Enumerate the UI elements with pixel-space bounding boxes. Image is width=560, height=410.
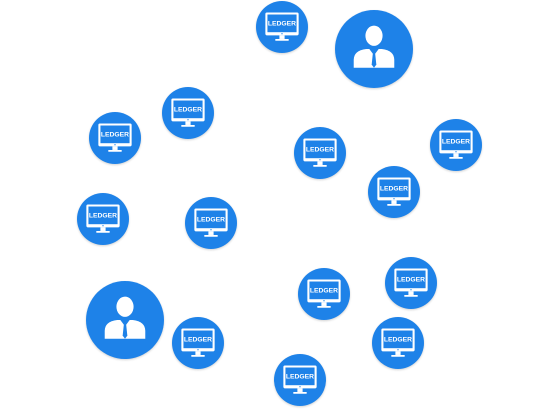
ledger-node: LEDGER: [430, 119, 482, 171]
ledger-node: LEDGER: [368, 166, 420, 218]
ledger-label: LEDGER: [174, 107, 202, 114]
ledger-node: LEDGER: [89, 112, 141, 164]
monitor-icon: LEDGER: [171, 98, 205, 127]
ledger-node: LEDGER: [172, 317, 224, 369]
ledger-label: LEDGER: [310, 288, 338, 295]
monitor-icon: LEDGER: [181, 328, 215, 357]
monitor-icon: LEDGER: [265, 12, 299, 41]
ledger-label: LEDGER: [286, 374, 314, 381]
monitor-icon: LEDGER: [377, 177, 411, 206]
ledger-label: LEDGER: [380, 186, 408, 193]
ledger-node: LEDGER: [77, 193, 129, 245]
monitor-icon: LEDGER: [303, 138, 337, 167]
monitor-icon: LEDGER: [86, 204, 120, 233]
monitor-icon: LEDGER: [381, 328, 415, 357]
ledger-label: LEDGER: [184, 337, 212, 344]
ledger-node: LEDGER: [298, 268, 350, 320]
ledger-node: LEDGER: [185, 197, 237, 249]
ledger-node: LEDGER: [294, 127, 346, 179]
ledger-node: LEDGER: [162, 87, 214, 139]
person-node: [335, 10, 413, 88]
ledger-label: LEDGER: [89, 213, 117, 220]
ledger-label: LEDGER: [397, 277, 425, 284]
ledger-label: LEDGER: [384, 337, 412, 344]
ledger-node: LEDGER: [372, 317, 424, 369]
monitor-icon: LEDGER: [98, 123, 132, 152]
ledger-label: LEDGER: [197, 217, 225, 224]
ledger-label: LEDGER: [442, 139, 470, 146]
person-node: [86, 281, 164, 359]
monitor-icon: LEDGER: [307, 279, 341, 308]
monitor-icon: LEDGER: [194, 208, 228, 237]
ledger-node: LEDGER: [256, 1, 308, 53]
ledger-label: LEDGER: [268, 21, 296, 28]
ledger-node: LEDGER: [385, 257, 437, 309]
ledger-label: LEDGER: [306, 147, 334, 154]
person-icon: [104, 296, 146, 339]
monitor-icon: LEDGER: [283, 365, 317, 394]
ledger-node: LEDGER: [274, 354, 326, 406]
monitor-icon: LEDGER: [439, 130, 473, 159]
ledger-label: LEDGER: [101, 132, 129, 139]
person-icon: [353, 25, 395, 68]
monitor-icon: LEDGER: [394, 268, 428, 297]
